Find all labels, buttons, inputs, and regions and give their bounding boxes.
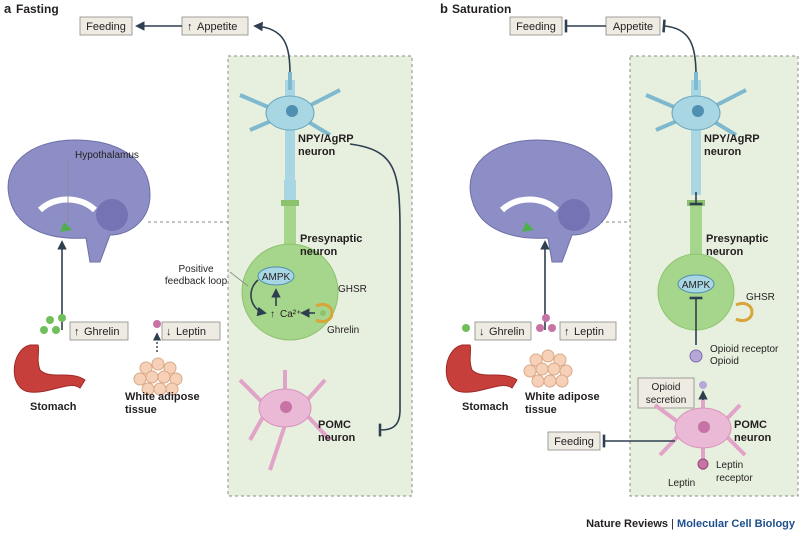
- opioid-secretion-box: [637, 377, 695, 409]
- positive-loop-label: Positive: [178, 264, 213, 275]
- adipose-label-2: tissue: [125, 404, 157, 416]
- ghrelin-ligand-label: Ghrelin: [327, 325, 359, 336]
- ghsr-receptor-icon: [315, 302, 334, 324]
- ampk-label: AMPK: [682, 280, 711, 291]
- presynaptic-label-2: neuron: [706, 246, 744, 258]
- down-arrow-icon: ↓: [479, 326, 485, 338]
- up-arrow-icon: ↑: [74, 326, 80, 338]
- hypothalamus-marker-icon: [522, 222, 534, 232]
- npy-to-pomc-inhibition: [349, 143, 401, 437]
- ghrelin-box: [69, 321, 129, 341]
- pomc-label: POMC: [734, 419, 767, 431]
- adipose-cells-illustration: [523, 349, 573, 388]
- adipose-label: White adipose: [525, 391, 600, 403]
- opioid-receptor-icon: [689, 349, 703, 363]
- ghsr-receptor-icon: [735, 301, 754, 323]
- feeding-box: [79, 16, 133, 36]
- feeding-box: [509, 16, 563, 36]
- panel-a: a Fasting Feeding ↑ Appetite NPY/AgRP ne…: [4, 1, 413, 497]
- pomc-neuron: [238, 370, 332, 471]
- npy-agrp-neuron: [239, 72, 341, 202]
- leptin-box: [161, 321, 221, 341]
- presynaptic-label-2: neuron: [300, 246, 338, 258]
- ghrelin-dots-icon: [40, 314, 66, 334]
- stomach-label: Stomach: [30, 401, 77, 413]
- feeding-label-2: Feeding: [554, 436, 594, 448]
- leptin-ligand-label: Leptin: [668, 478, 695, 489]
- npy-neuron-label-2: neuron: [298, 146, 336, 158]
- panel-a-letter: a: [4, 1, 12, 16]
- presynaptic-label: Presynaptic: [706, 233, 768, 245]
- ghsr-label: GHSR: [746, 292, 775, 303]
- leptin-receptor-icon: [697, 458, 709, 470]
- up-arrow-icon: ↑: [564, 326, 570, 338]
- panel-a-title: Fasting: [16, 2, 59, 16]
- feeding-label: Feeding: [86, 21, 126, 33]
- pomc-label-2: neuron: [734, 432, 772, 444]
- presynaptic-label: Presynaptic: [300, 233, 362, 245]
- ghrelin-ligand-icon: [320, 310, 326, 316]
- opioid-receptor-label: Opioid receptor: [710, 344, 779, 355]
- feeding-box-2: [547, 431, 601, 451]
- opioid-secretion-label-2: secretion: [646, 395, 687, 406]
- leptin-label: Leptin: [574, 326, 604, 338]
- up-arrow-icon: ↑: [270, 309, 275, 320]
- brain-illustration: [469, 139, 613, 263]
- footer-credit: Nature Reviews | Molecular Cell Biology: [586, 518, 796, 530]
- footer-separator: |: [668, 518, 677, 530]
- ghrelin-box: [474, 321, 532, 341]
- stomach-illustration: [13, 344, 86, 393]
- stomach-illustration: [445, 344, 518, 393]
- ghrelin-label: Ghrelin: [489, 326, 524, 338]
- footer-journal: Nature Reviews: [586, 518, 668, 530]
- neuron-to-appetite-inhibition: [662, 19, 697, 76]
- leptin-box: [559, 321, 617, 341]
- panel-b-title: Saturation: [452, 2, 511, 16]
- pomc-label: POMC: [318, 419, 351, 431]
- leptin-dot-icon: [153, 320, 161, 328]
- leptin-label: Leptin: [176, 326, 206, 338]
- hypothalamus-label: Hypothalamus: [75, 150, 139, 161]
- up-arrow-icon: ↑: [187, 21, 193, 33]
- npy-agrp-neuron: [645, 72, 747, 195]
- footer-section: Molecular Cell Biology: [677, 518, 796, 530]
- ghrelin-dots-icon: [462, 324, 470, 332]
- appetite-label: Appetite: [197, 21, 237, 33]
- panel-b-letter: b: [440, 1, 448, 16]
- ampk-label: AMPK: [262, 272, 291, 283]
- opioid-dot-icon: [699, 381, 707, 389]
- pomc-label-2: neuron: [318, 432, 356, 444]
- panel-b: b Saturation Feeding Appetite NPY/AgRP n…: [440, 1, 799, 497]
- down-arrow-icon: ↓: [166, 326, 172, 338]
- ghsr-label: GHSR: [338, 284, 367, 295]
- ampk-node: [257, 266, 295, 286]
- opioid-secretion-label: Opioid: [652, 382, 681, 393]
- adipose-label: White adipose: [125, 391, 200, 403]
- adipose-label-2: tissue: [525, 404, 557, 416]
- ghrelin-label: Ghrelin: [84, 326, 119, 338]
- feedback-loop-arrow: [250, 279, 267, 317]
- leptin-receptor-label-2: receptor: [716, 473, 753, 484]
- stomach-label: Stomach: [462, 401, 509, 413]
- brain-illustration: [7, 139, 151, 263]
- leptin-dots-icon: [536, 314, 556, 332]
- npy-neuron-label: NPY/AgRP: [704, 133, 760, 145]
- ca-label: Ca²⁺: [280, 309, 301, 320]
- positive-loop-label-2: feedback loop: [165, 276, 228, 287]
- adipose-cells-illustration: [133, 357, 183, 396]
- npy-neuron-label-2: neuron: [704, 146, 742, 158]
- positive-loop-leader: [229, 271, 249, 287]
- leptin-receptor-label: Leptin: [716, 460, 743, 471]
- feeding-label: Feeding: [516, 21, 556, 33]
- ampk-node: [677, 274, 715, 294]
- opioid-label: Opioid: [710, 356, 739, 367]
- neuron-to-appetite-arrow: [253, 21, 291, 76]
- hypothalamus-marker-icon: [60, 222, 72, 232]
- appetite-label: Appetite: [613, 21, 653, 33]
- npy-neuron-label: NPY/AgRP: [298, 133, 354, 145]
